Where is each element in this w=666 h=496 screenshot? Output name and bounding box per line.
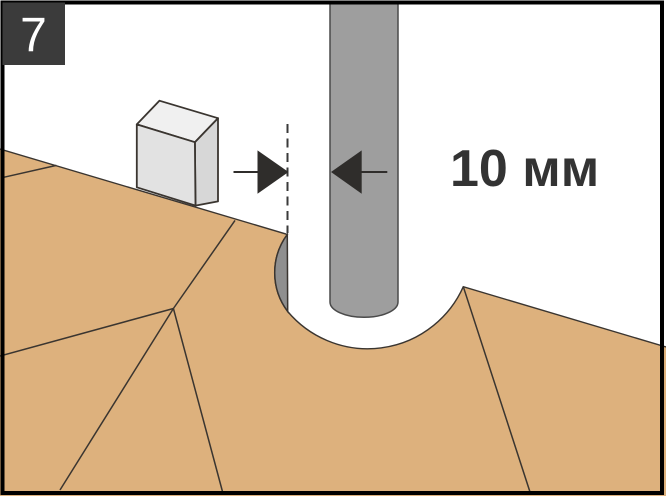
svg-text:7: 7 <box>20 9 47 62</box>
svg-text:10 мм: 10 мм <box>450 140 599 198</box>
